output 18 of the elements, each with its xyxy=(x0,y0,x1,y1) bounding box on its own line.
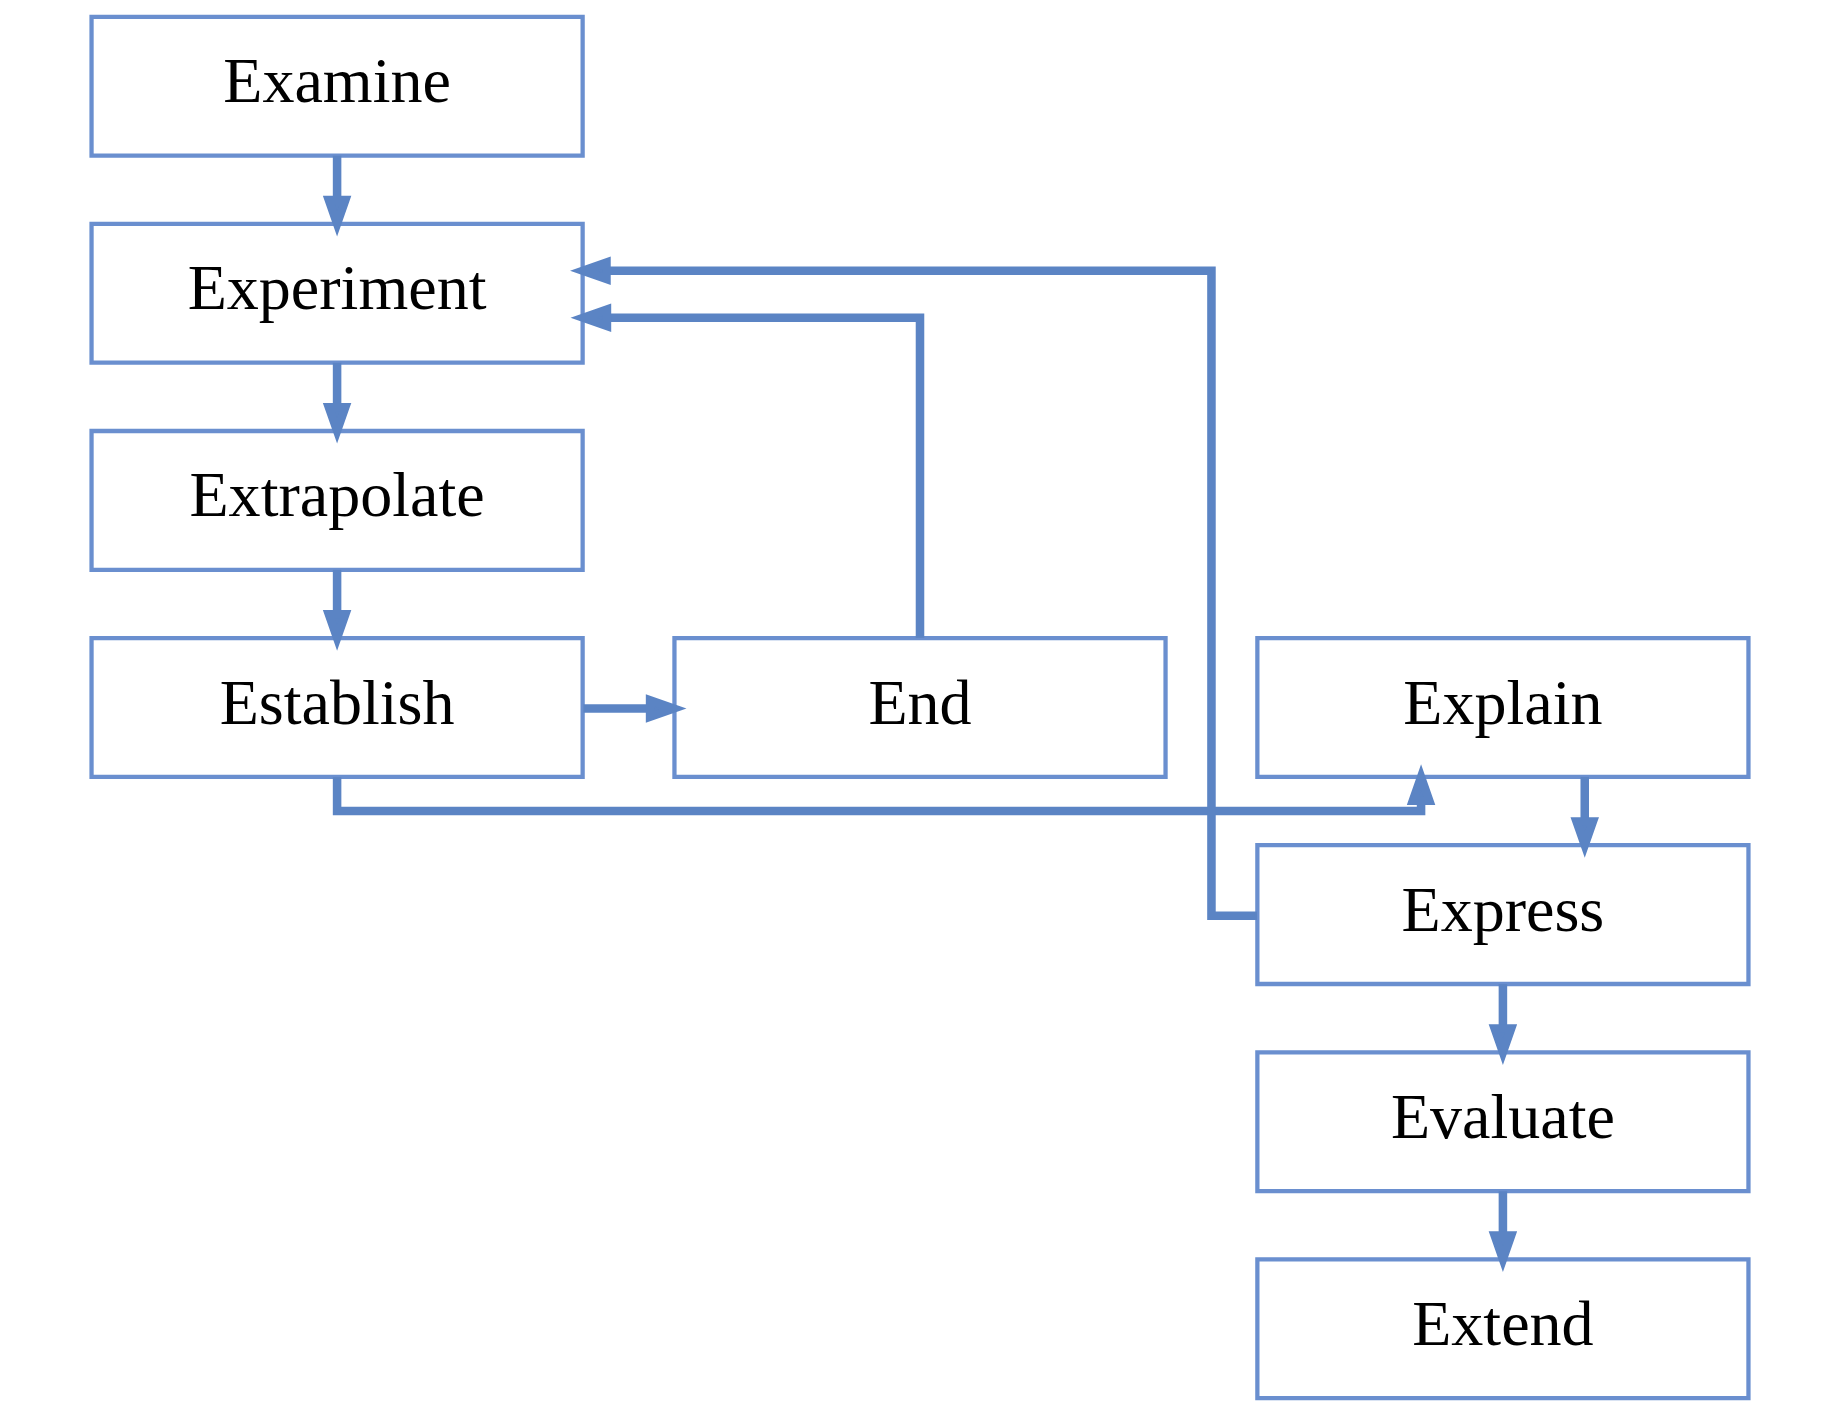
arrow xyxy=(322,362,352,444)
arrow xyxy=(570,303,925,638)
arrow xyxy=(322,569,352,651)
node-box: Extend xyxy=(1255,1257,1751,1401)
node-box: Establish xyxy=(89,635,585,780)
arrow xyxy=(332,764,1436,816)
node-box: End xyxy=(672,635,1168,780)
node-box: Express xyxy=(1255,843,1751,987)
arrow xyxy=(583,694,687,723)
arrow xyxy=(1570,777,1599,858)
node-box: Extrapolate xyxy=(89,428,585,572)
node-box: Experiment xyxy=(89,221,585,365)
arrow xyxy=(1488,1191,1518,1273)
node-box: Examine xyxy=(89,14,585,158)
node-box: Evaluate xyxy=(1255,1050,1751,1194)
arrow xyxy=(1488,984,1518,1065)
node-box: Explain xyxy=(1255,635,1751,780)
arrow xyxy=(322,155,352,237)
